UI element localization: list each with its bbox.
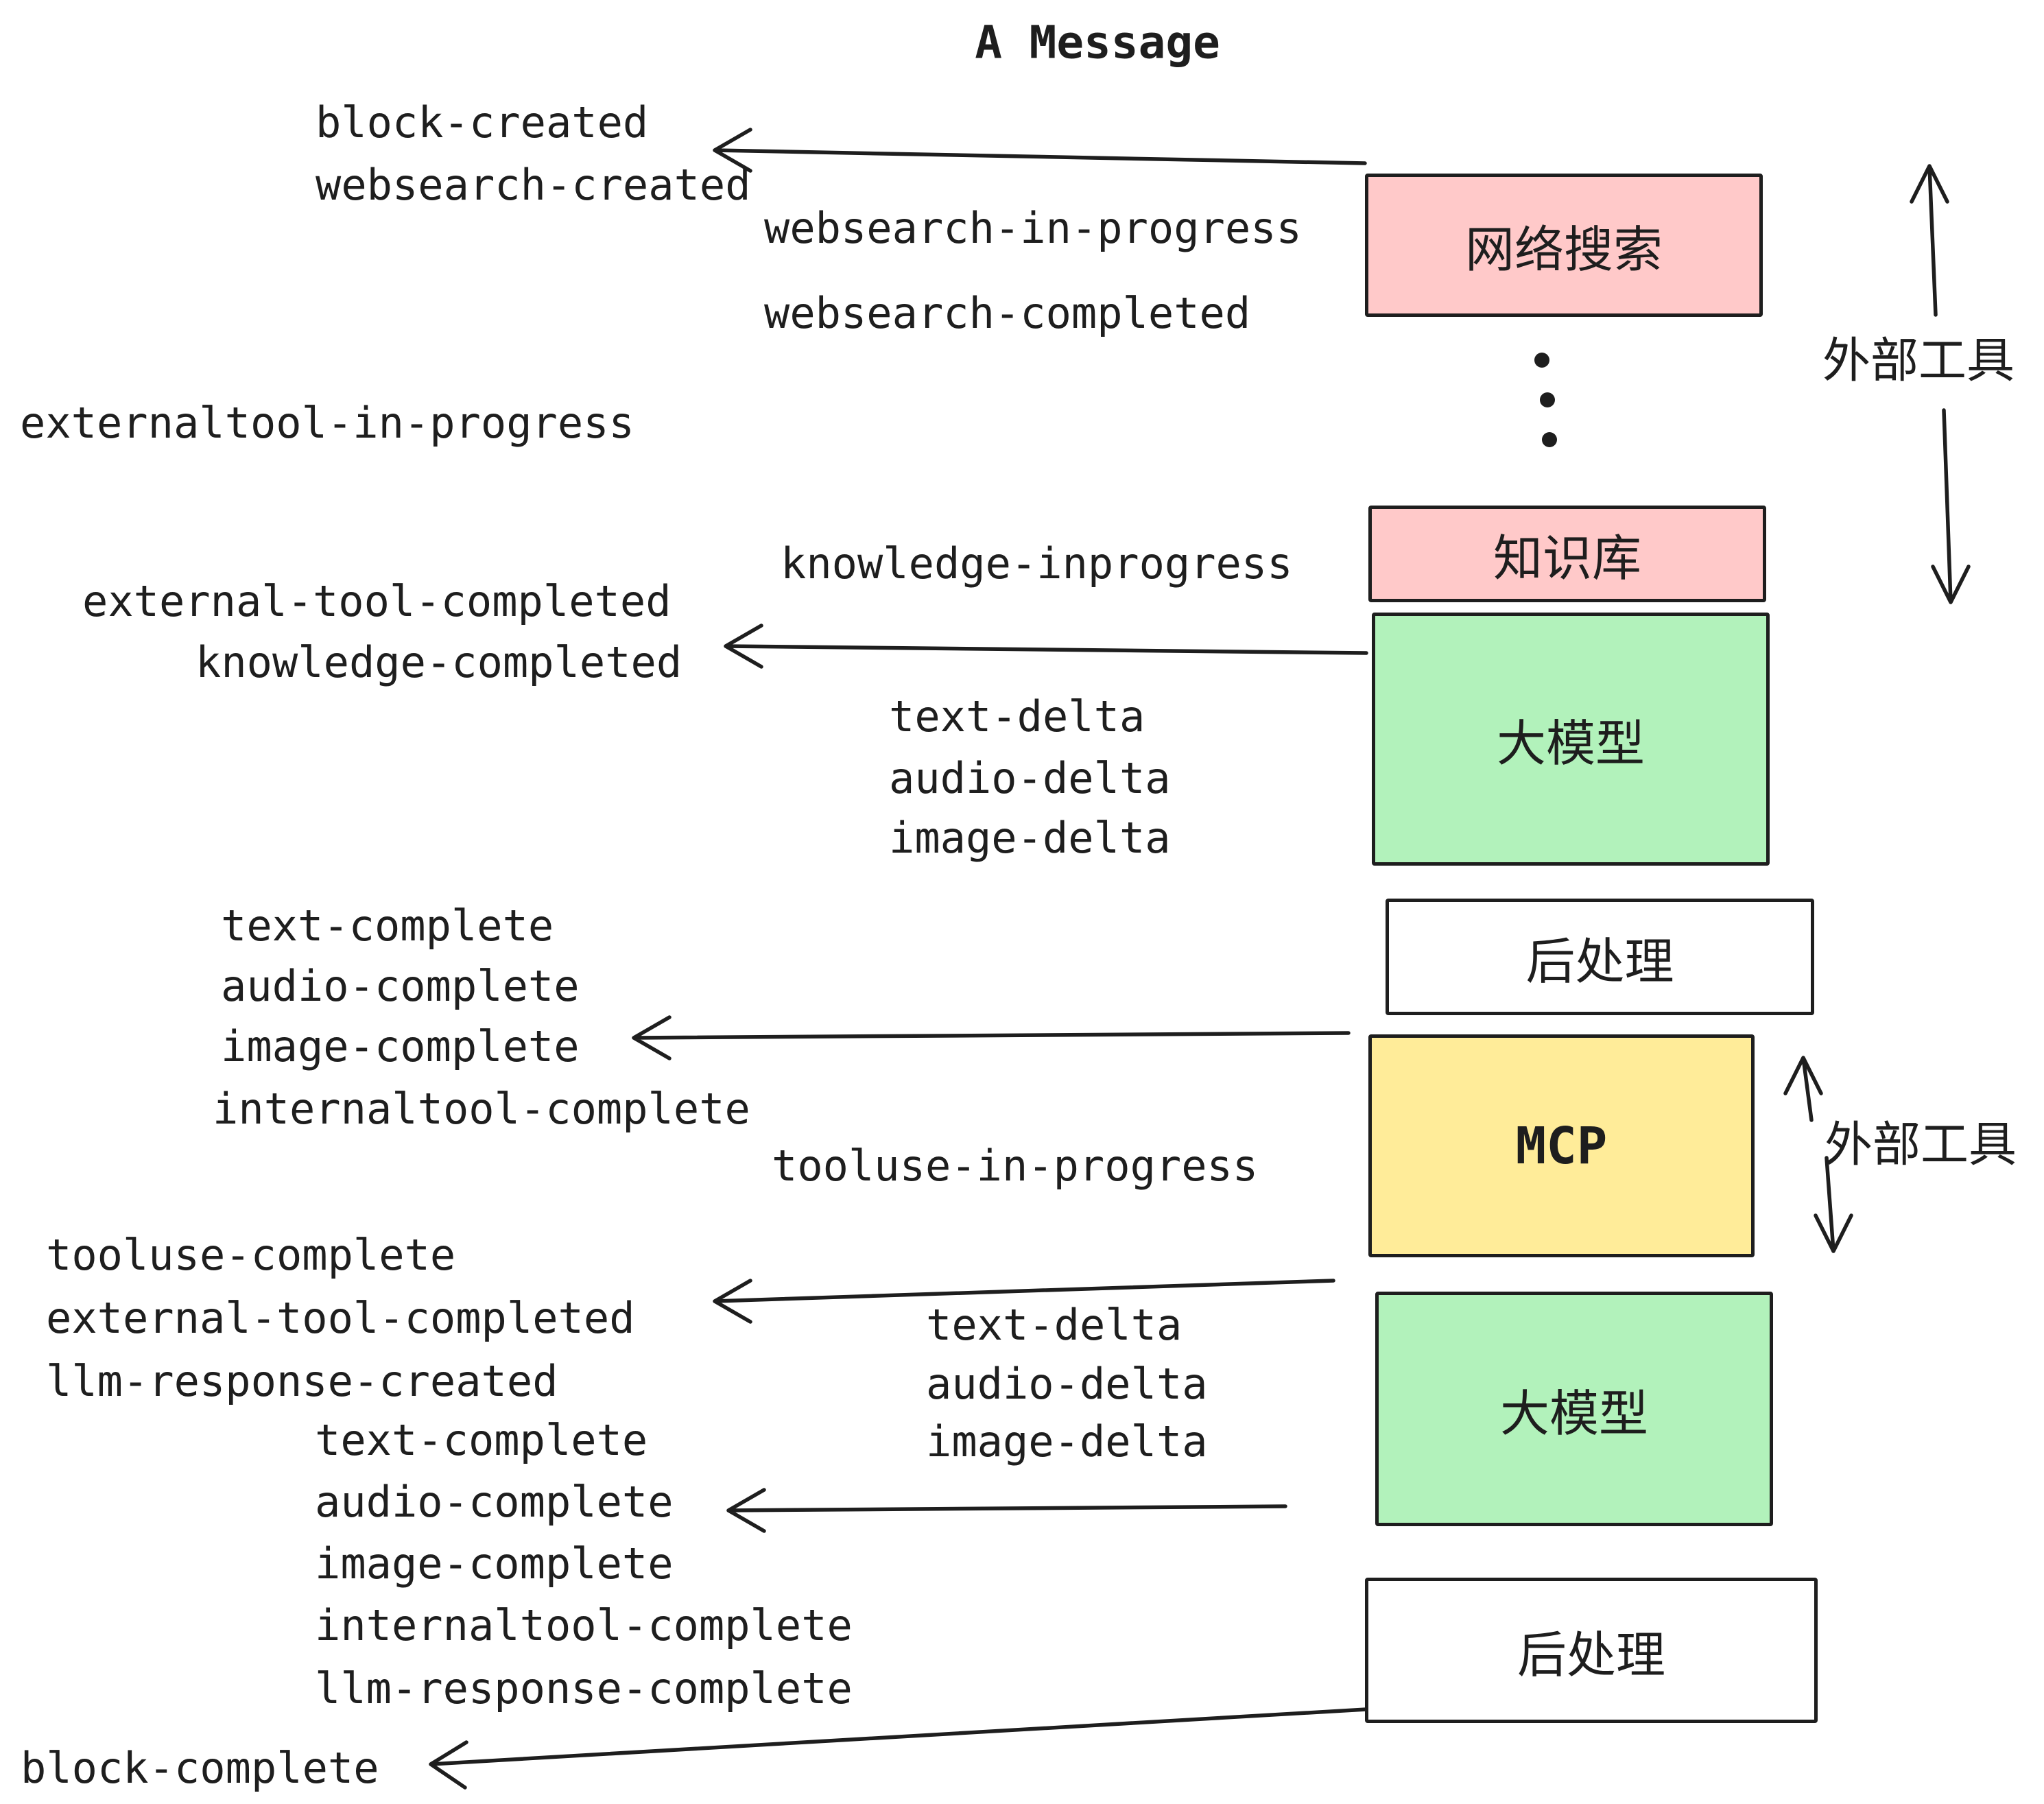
event-image-delta: image-delta <box>889 813 1171 863</box>
event-externaltool-in-progress: externaltool-in-progress <box>20 398 634 448</box>
event-text-delta: text-delta <box>889 691 1145 741</box>
event-audio-complete-2: audio-complete <box>315 1477 674 1527</box>
event-tooluse-complete: tooluse-complete <box>46 1230 456 1280</box>
event-text-complete: text-complete <box>221 901 554 951</box>
event-websearch-created: websearch-created <box>316 160 751 210</box>
box-mcp: MCP <box>1368 1034 1755 1257</box>
event-websearch-in-progress: websearch-in-progress <box>764 203 1302 253</box>
arrow-up-external-tools-mcp-icon <box>1783 1056 1823 1122</box>
event-knowledge-completed: knowledge-completed <box>195 637 682 687</box>
event-audio-complete: audio-complete <box>221 961 580 1011</box>
box-postprocess-2: 后处理 <box>1365 1578 1818 1723</box>
event-block-complete: block-complete <box>21 1743 379 1793</box>
event-external-tool-completed-2: external-tool-completed <box>46 1293 635 1343</box>
ellipsis-dot-icon <box>1534 353 1549 368</box>
event-internaltool-complete-2: internaltool-complete <box>315 1600 853 1650</box>
box-postprocess-2-label: 后处理 <box>1517 1628 1665 1683</box>
arrow-audio-complete-icon <box>726 1488 1287 1533</box>
label-external-tools-top: 外部工具 <box>1822 333 2015 388</box>
arrow-websearch-created-icon <box>713 128 1367 173</box>
ellipsis-dots <box>1534 353 1557 447</box>
event-llm-response-created: llm-response-created <box>46 1356 558 1406</box>
event-external-tool-completed: external-tool-completed <box>82 576 672 626</box>
event-block-created: block-created <box>316 97 649 147</box>
event-text-complete-2: text-complete <box>315 1415 648 1465</box>
box-mcp-label: MCP <box>1515 1116 1608 1176</box>
box-postprocess-1: 后处理 <box>1386 899 1814 1015</box>
box-llm-1: 大模型 <box>1372 613 1770 866</box>
box-llm-2-label: 大模型 <box>1499 1386 1648 1442</box>
box-llm-2: 大模型 <box>1375 1292 1773 1526</box>
box-knowledge-base-label: 知识库 <box>1493 532 1641 586</box>
box-websearch-label: 网络搜索 <box>1464 223 1663 278</box>
ellipsis-dot-icon <box>1542 432 1557 447</box>
event-audio-delta: audio-delta <box>889 753 1171 803</box>
event-image-complete: image-complete <box>221 1021 580 1071</box>
arrow-image-complete-icon <box>632 1015 1351 1060</box>
box-postprocess-1-label: 后处理 <box>1525 934 1674 990</box>
ellipsis-dot-icon <box>1540 392 1555 407</box>
diagram-title: A Message <box>975 16 1220 69</box>
event-audio-delta-2: audio-delta <box>926 1359 1208 1409</box>
box-llm-1-label: 大模型 <box>1496 717 1645 772</box>
event-tooluse-in-progress: tooluse-in-progress <box>772 1141 1259 1191</box>
box-knowledge-base: 知识库 <box>1368 506 1766 602</box>
event-websearch-completed: websearch-completed <box>764 288 1251 338</box>
arrow-external-tool-completed-icon <box>713 1279 1335 1324</box>
arrow-knowledge-completed-icon <box>724 624 1368 669</box>
box-websearch: 网络搜索 <box>1365 174 1763 317</box>
arrow-block-complete-icon <box>429 1707 1368 1790</box>
arrow-down-external-tools-top-icon <box>1931 408 1971 604</box>
label-external-tools-mcp: 外部工具 <box>1825 1117 2017 1172</box>
arrow-down-external-tools-mcp-icon <box>1814 1156 1853 1253</box>
event-knowledge-inprogress: knowledge-inprogress <box>781 538 1293 589</box>
arrow-up-external-tools-top-icon <box>1910 164 1949 317</box>
event-internaltool-complete: internaltool-complete <box>213 1084 750 1134</box>
event-text-delta-2: text-delta <box>926 1300 1183 1350</box>
event-image-delta-2: image-delta <box>926 1416 1208 1467</box>
event-image-complete-2: image-complete <box>315 1539 674 1589</box>
event-llm-response-complete: llm-response-complete <box>315 1663 853 1713</box>
